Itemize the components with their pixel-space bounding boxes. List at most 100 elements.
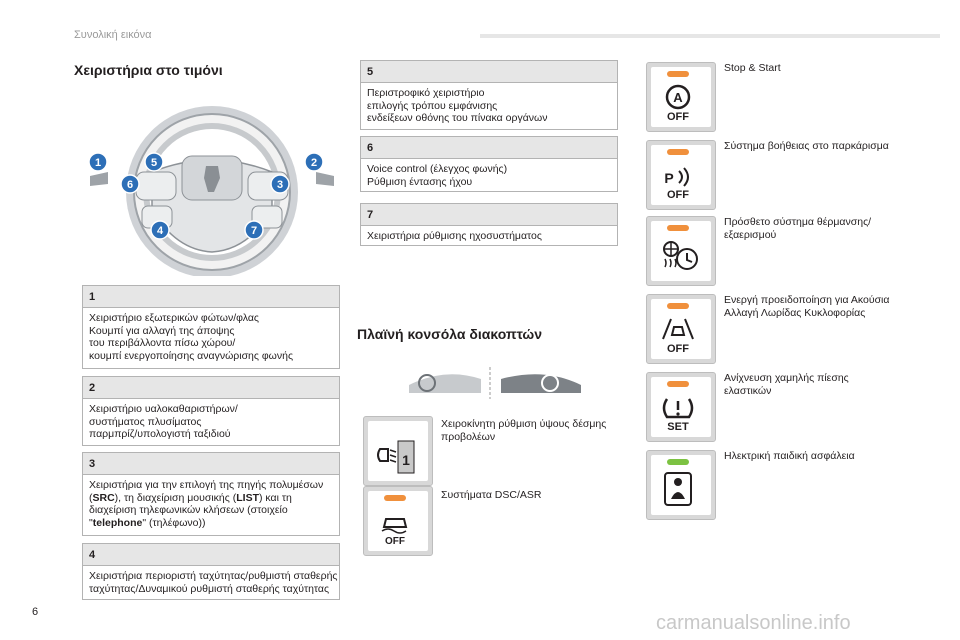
description-box-2: 2 Χειριστήριο υαλοκαθαριστήρων/συστήματο… — [82, 376, 340, 446]
status-led — [667, 381, 689, 387]
dashboard-position-illustration — [405, 365, 585, 401]
icon-caption: OFF — [667, 111, 689, 121]
callout-number-6: 6 — [127, 179, 133, 191]
steering-section-title: Χειριστήρια στο τιμόνι — [74, 62, 223, 78]
status-led — [667, 303, 689, 309]
callout-1 — [88, 152, 108, 172]
box-number: 6 — [361, 137, 617, 159]
button-label-line: Ηλεκτρική παιδική ασφάλεια — [724, 450, 855, 462]
box-text-line: Χειριστήριο εξωτερικών φώτων/φλας — [89, 312, 259, 324]
description-box-4: 4 Χειριστήρια περιοριστή ταχύτητας/ρυθμι… — [82, 543, 340, 600]
callout-3 — [270, 174, 290, 194]
dsc-asr-button[interactable]: OFF — [363, 486, 433, 556]
icon-caption: SET — [667, 421, 689, 431]
tyre-pressure-set-button[interactable]: SET — [646, 372, 716, 442]
callout-7 — [244, 220, 264, 240]
panel-section-title: Πλαϊνή κονσόλα διακοπτών — [357, 326, 543, 342]
button-label-line: εξαερισμού — [724, 229, 777, 241]
box-number: 5 — [361, 61, 617, 83]
callout-number-5: 5 — [151, 157, 157, 169]
auxiliary-heating-button[interactable] — [646, 216, 716, 286]
callout-6 — [120, 174, 140, 194]
button-label-line: Ενεργή προειδοποίηση για Ακούσια — [724, 294, 890, 306]
box-text-line: Ρύθμιση έντασης ήχου — [367, 175, 473, 188]
steering-wheel-illustration: 1 2 3 4 5 6 7 — [78, 100, 342, 278]
icon-caption: OFF — [667, 343, 689, 353]
dsc-asr-off-icon: OFF — [381, 518, 408, 545]
callout-number-2: 2 — [311, 157, 317, 169]
box-text-line: Χειριστήριο υαλοκαθαριστήρων/ — [89, 403, 238, 415]
box-text-line: ταχύτητας/Δυναμικού ρυθμιστή σταθερής τα… — [89, 582, 330, 595]
box-number: 7 — [361, 204, 617, 226]
headlamp-level-switch[interactable]: 1 — [363, 416, 433, 486]
child-lock-icon — [664, 472, 692, 506]
status-led — [667, 225, 689, 231]
page-number: 6 — [32, 606, 39, 618]
box-text-line: παρμπρίζ/υπολογιστή ταξιδιού — [89, 428, 231, 440]
description-box-3: 3 Χειριστήρια για την επιλογή της πηγής … — [82, 452, 340, 536]
icon-caption: OFF — [667, 189, 689, 199]
watermark: carmanualsonline.info — [656, 612, 851, 634]
callout-5 — [144, 152, 164, 172]
box-text-line: Περιστροφικό χειριστήριο — [367, 87, 485, 99]
box-number: 3 — [83, 453, 339, 475]
section-header: Συνολική εικόνα — [74, 29, 152, 41]
header-rule — [480, 34, 940, 38]
svg-text:A: A — [673, 90, 683, 105]
button-label-line: Σύστημα βοήθειας στο παρκάρισμα — [724, 140, 889, 152]
button-label: Πρόσθετο σύστημα θέρμανσης/εξαερισμού — [724, 216, 871, 242]
stop-start-off-icon: A OFF — [665, 84, 691, 121]
box-text-line: Χειριστήρια περιοριστή ταχύτητας/ρυθμιστ… — [89, 570, 338, 582]
panel-label-dsc: Συστήματα DSC/ASR — [441, 489, 542, 501]
description-box-6: 6 Voice control (έλεγχος φωνής)Ρύθμιση έ… — [360, 136, 618, 192]
callout-4 — [150, 220, 170, 240]
callout-number-3: 3 — [277, 179, 283, 191]
box-text-line: Χειριστήρια ρύθμισης ηχοσυστήματος — [367, 230, 542, 242]
box-number: 2 — [83, 377, 339, 399]
tyre-pressure-set-icon: SET — [662, 398, 694, 431]
box-number: 1 — [83, 286, 339, 308]
status-led — [667, 459, 689, 465]
svg-text:1: 1 — [402, 452, 410, 468]
button-label-line: Πρόσθετο σύστημα θέρμανσης/ — [724, 216, 872, 228]
callout-number-4: 4 — [157, 225, 164, 237]
box-text-line: κουμπί ενεργοποίησης αναγνώρισης φωνής — [89, 349, 294, 362]
stop-start-off-button[interactable]: A OFF — [646, 62, 716, 132]
box-text-line: του περιβάλλοντα πίσω χώρου/ — [89, 337, 236, 349]
park-assist-off-icon: P OFF — [664, 167, 689, 199]
headlamp-level-icon: 1 — [377, 440, 415, 474]
button-label-line: ελαστικών — [724, 385, 772, 397]
callout-number-1: 1 — [95, 157, 101, 169]
lane-departure-off-icon: OFF — [662, 318, 694, 353]
box-text-line: διαχείριση τηλεφωνικών κλήσεων (στοιχείο — [89, 504, 288, 516]
box-text-line: επιλογής τρόπου εμφάνισης — [367, 99, 498, 112]
button-label-line: Αλλαγή Λωρίδας Κυκλοφορίας — [724, 307, 866, 319]
box-text-line: Voice control (έλεγχος φωνής) — [367, 163, 508, 175]
box-text-line: συστήματος πλυσίματος — [89, 415, 202, 428]
status-led — [667, 71, 689, 77]
box-text-line: Χειριστήρια για την επιλογή της πηγής πο… — [89, 479, 324, 491]
status-led — [667, 149, 689, 155]
park-assist-off-button[interactable]: P OFF — [646, 140, 716, 210]
button-label: Ηλεκτρική παιδική ασφάλεια — [724, 450, 855, 463]
status-led — [384, 495, 406, 501]
box-text-line: (SRC), τη διαχείριση μουσικής (LIST) και… — [89, 491, 292, 504]
description-box-7: 7 Χειριστήρια ρύθμισης ηχοσυστήματος — [360, 203, 618, 246]
svg-text:P: P — [664, 170, 673, 186]
box-number: 4 — [83, 544, 339, 566]
button-label-line: Ανίχνευση χαμηλής πίεσης — [724, 372, 849, 384]
callout-2 — [304, 152, 324, 172]
button-label: Stop & Start — [724, 62, 781, 75]
lane-departure-off-button[interactable]: OFF — [646, 294, 716, 364]
auxiliary-heating-icon — [663, 241, 698, 270]
box-text-line: ενδείξεων οθόνης του πίνακα οργάνων — [367, 112, 548, 124]
svg-text:OFF: OFF — [385, 536, 405, 545]
child-lock-button[interactable] — [646, 450, 716, 520]
box-text-line: "telephone" (τηλέφωνο)) — [89, 516, 206, 529]
box-text-line: Κουμπί για αλλαγή της άποψης — [89, 324, 235, 337]
